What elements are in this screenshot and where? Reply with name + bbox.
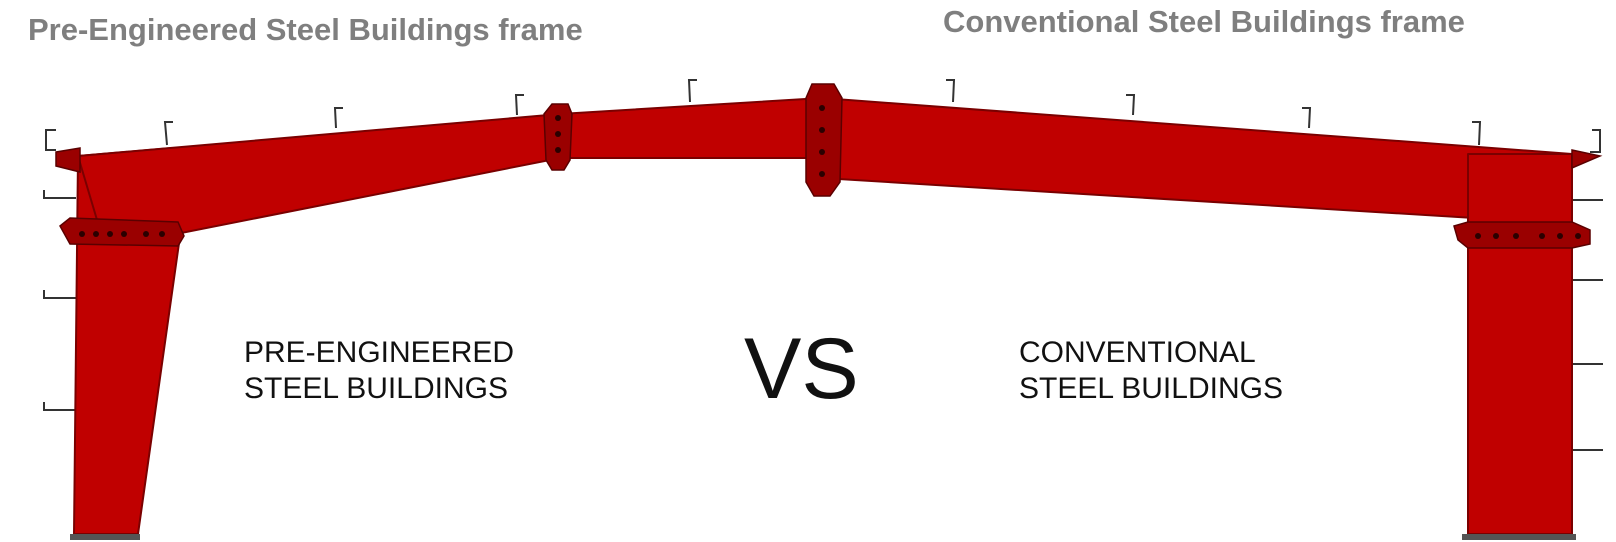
bolts [79, 105, 1581, 239]
haunch-plate-right [1571, 149, 1603, 170]
girt-icon [43, 290, 76, 299]
girt-icon [1569, 449, 1603, 458]
base-plate-left [70, 534, 140, 540]
girt-icon [1569, 199, 1603, 208]
purlin-icon [1302, 107, 1312, 129]
base-plate-right [1462, 534, 1576, 540]
haunch-plate-left [55, 147, 81, 173]
purlin-icon [333, 107, 343, 129]
purlin-icon [946, 79, 956, 103]
purlin-icon [687, 79, 697, 103]
pre-engineered-rafter [77, 113, 561, 235]
pre-engineered-label-line1: PRE-ENGINEERED [244, 336, 514, 369]
purlin-icon [1590, 129, 1601, 153]
purlin-icon [514, 94, 524, 116]
purlin-icon [1472, 121, 1482, 146]
steel-frame [73, 97, 1573, 535]
pre-engineered-heading: Pre-Engineered Steel Buildings frame [28, 12, 583, 47]
rafter-purlins [45, 79, 1601, 153]
base-plates [70, 534, 1576, 540]
purlin-icon [1126, 94, 1136, 116]
conventional-label-line1: CONVENTIONAL [1019, 336, 1256, 369]
conventional-rafter [821, 97, 1573, 225]
girt-icon [43, 190, 76, 199]
girt-icon [1569, 279, 1603, 288]
conventional-heading: Conventional Steel Buildings frame [943, 4, 1465, 39]
purlin-icon [45, 129, 56, 151]
conventional-label-line2: STEEL BUILDINGS [1019, 372, 1283, 405]
eave-plate-right [1453, 221, 1591, 249]
ridge-rafter-left [559, 97, 823, 159]
ridge-plate [805, 83, 843, 197]
pre-engineered-label-line2: STEEL BUILDINGS [244, 372, 508, 405]
vs-label: VS [744, 321, 859, 417]
girt-icon [43, 402, 76, 411]
girt-icon [1569, 363, 1603, 372]
purlin-icon [163, 121, 173, 146]
conventional-column [1467, 153, 1573, 535]
